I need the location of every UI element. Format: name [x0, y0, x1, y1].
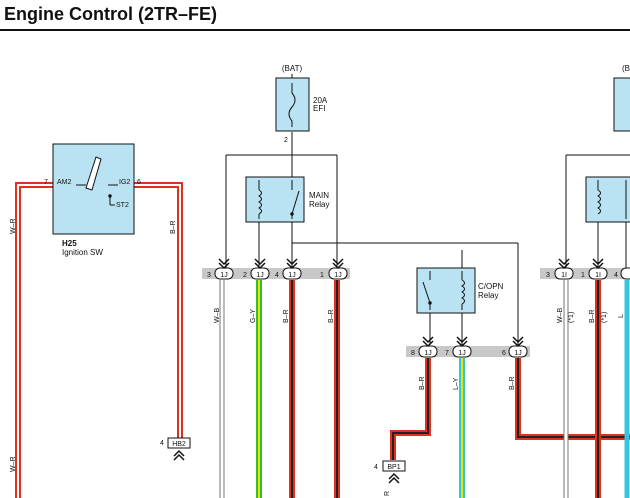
wire-w-r-left	[15, 182, 53, 498]
relay-coil-icon	[461, 271, 465, 310]
right-fuse: (B	[613, 64, 630, 132]
connector-row-1i: 3 1I 1 1I 4	[540, 267, 630, 280]
ignition-switch: 7 AM2 IG2 6 ST2 H25 Ignition SW	[44, 143, 141, 257]
wire-label: L–Y	[453, 377, 460, 390]
wire-b-r-lower-2	[515, 358, 630, 440]
connector-pin: 7	[445, 350, 449, 357]
wire-label: B–R	[509, 376, 516, 390]
wire-label: B–R	[419, 376, 426, 390]
relay-coil-icon	[258, 180, 262, 219]
connector-arrow-icon	[173, 449, 185, 461]
wire-b-r-ig2	[134, 182, 183, 438]
connector-code: 1J	[220, 272, 227, 279]
right-relay	[585, 176, 630, 223]
connector-code: 1I	[561, 272, 567, 279]
wire-label: W–B	[214, 308, 221, 324]
wire-label: (*1)	[568, 312, 575, 323]
copn-relay-name: C/OPN	[478, 282, 504, 291]
wire-label: B–R	[170, 220, 177, 234]
wire-label: L	[618, 314, 625, 318]
wire-label: (*1)	[601, 312, 608, 323]
wire-label: R	[384, 491, 391, 496]
connector-row-1j: 3 1J 2 1J 4 1J 1 1J	[202, 267, 350, 280]
wire-b-r-lower	[390, 358, 431, 460]
ig-sw-pin-am2-num: 7	[44, 179, 48, 186]
wire-label: B–R	[328, 309, 335, 323]
ig-sw-pin-ig2: IG2	[119, 179, 130, 186]
connector-arrow-icons	[218, 258, 604, 348]
connector-pin: 4	[275, 272, 279, 279]
relay-switch-icon	[290, 180, 300, 219]
relay-switch-icon	[422, 271, 432, 310]
connector-code: 1J	[334, 272, 341, 279]
efi-fuse-source: (BAT)	[282, 64, 303, 73]
efi-fuse-rating: 20A	[313, 96, 328, 105]
wire-label: G–Y	[250, 309, 257, 323]
ignition-key-icon	[76, 156, 118, 206]
main-relay-type: Relay	[309, 200, 329, 209]
connector-pin: 3	[207, 272, 211, 279]
connector-code: 1J	[514, 350, 521, 357]
main-relay: MAIN Relay	[245, 176, 329, 223]
wire-label: W–R	[10, 456, 17, 472]
page-title: Engine Control (2TR–FE)	[4, 4, 217, 24]
connector-code: 1J	[424, 350, 431, 357]
connector-row-1j-lower: 8 1J 7 1J 6 1J	[406, 345, 530, 358]
wire-label: W–R	[10, 218, 17, 234]
connector-pin: 1	[581, 272, 585, 279]
fuse-element-icon	[288, 83, 296, 127]
wire-label: B–R	[589, 309, 596, 323]
ig-sw-name: Ignition SW	[62, 248, 103, 257]
wire-harness	[15, 132, 630, 498]
connector-pin: 1	[320, 272, 324, 279]
title-underline	[0, 29, 630, 31]
connector-code: HB2	[172, 441, 186, 448]
right-fuse-source: (B	[622, 64, 630, 73]
connector-bp1: 4 BP1	[374, 460, 406, 484]
connector-code: 1I	[595, 272, 601, 279]
efi-fuse-name: EFI	[313, 104, 325, 113]
connector-code: 1J	[256, 272, 263, 279]
copn-relay-type: Relay	[478, 291, 498, 300]
connector-pin: 4	[374, 464, 378, 471]
connector-code: BP1	[387, 464, 400, 471]
connector-code: 1J	[458, 350, 465, 357]
diagram-header: Engine Control (2TR–FE)	[0, 0, 630, 31]
connector-arrow-icon	[388, 472, 400, 484]
efi-fuse-pin: 2	[284, 137, 288, 144]
connector-pin: 4	[160, 440, 164, 447]
signal-leads	[225, 132, 630, 345]
wire-color-labels: W–R W–R B–R W–B G–Y B–R B–R B–R L–Y B–R …	[10, 218, 625, 496]
efi-fuse: (BAT) 20A EFI 2	[275, 64, 328, 144]
connector-hb2: 4 HB2	[160, 437, 191, 461]
ig-sw-pin-am2: AM2	[57, 179, 72, 186]
ig-sw-pin-ig2-num: 6	[137, 179, 141, 186]
copn-relay: C/OPN Relay	[416, 267, 504, 314]
ig-sw-pin-st2: ST2	[116, 202, 129, 209]
connector-pin: 2	[243, 272, 247, 279]
main-relay-name: MAIN	[309, 191, 329, 200]
connector-pin: 8	[411, 350, 415, 357]
wire-label: W–B	[557, 308, 564, 324]
ig-sw-code: H25	[62, 239, 77, 248]
connector-pin: 6	[502, 350, 506, 357]
connector-code: 1J	[288, 272, 295, 279]
wire-label: B–R	[283, 309, 290, 323]
connector-pin: 3	[546, 272, 550, 279]
connector-pin: 4	[614, 272, 618, 279]
